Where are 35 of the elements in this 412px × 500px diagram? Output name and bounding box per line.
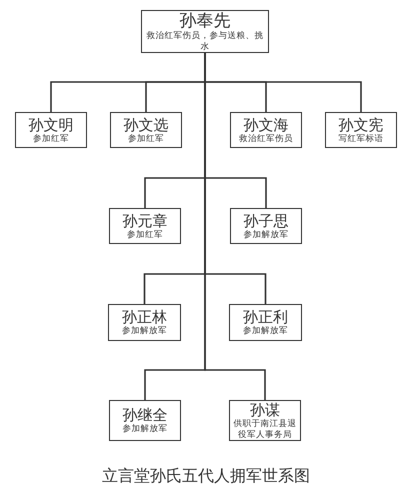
caption: 立言堂孙氏五代人拥军世系图 [101,466,311,487]
person-role: 救治红军伤员，参与送粮、挑水 [146,30,264,52]
person-name: 孙谋 [250,400,280,418]
person-box [108,304,181,341]
person-box [325,112,397,148]
person-role: 参加红军 [126,230,164,240]
person-role: 参加解放军 [242,230,290,240]
person-name: 孙继全 [122,406,168,424]
person-box [15,112,87,148]
person-role: 救治红军伤员 [238,134,294,144]
person-role: 参加红军 [127,134,165,144]
person-role: 参加解放军 [121,326,168,337]
person-name: 孙文海 [244,116,288,134]
person-box [141,10,269,53]
person-name: 孙文选 [124,116,168,134]
person-box [110,112,182,148]
person-role: 参加解放军 [242,326,289,337]
person-name: 孙正林 [122,308,167,326]
person-name: 孙文明 [28,116,74,134]
person-name: 孙正利 [243,308,288,326]
person-box [229,304,302,341]
person-name: 孙奉先 [180,10,230,30]
person-role: 参加红军 [32,134,70,144]
person-box [109,400,181,441]
person-name: 孙子思 [244,212,288,230]
person-box [229,400,301,441]
person-role: 参加解放军 [122,424,168,435]
person-role: 写红军标语 [338,134,384,144]
person-box [230,208,302,244]
person-name: 孙文宪 [338,116,384,134]
connector-line [204,53,266,400]
person-box [230,112,302,148]
person-role: 供职于南江县退役军人事务局 [232,418,298,440]
person-name: 孙元章 [122,212,168,230]
person-box [109,208,181,244]
